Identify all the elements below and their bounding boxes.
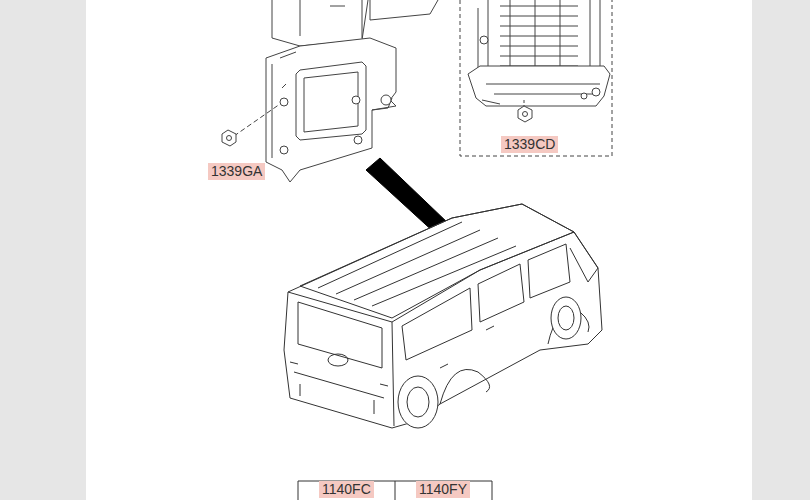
callout-number: 1339CD bbox=[501, 136, 558, 153]
control-module-right bbox=[460, 0, 612, 156]
callout-number: 1140FY bbox=[416, 481, 470, 498]
part-table bbox=[298, 481, 492, 500]
vehicle-illustration bbox=[284, 204, 602, 428]
callout-number: 1339GA bbox=[208, 163, 265, 180]
control-module-left bbox=[222, 0, 438, 182]
callout-number: 1140FC bbox=[319, 481, 374, 498]
